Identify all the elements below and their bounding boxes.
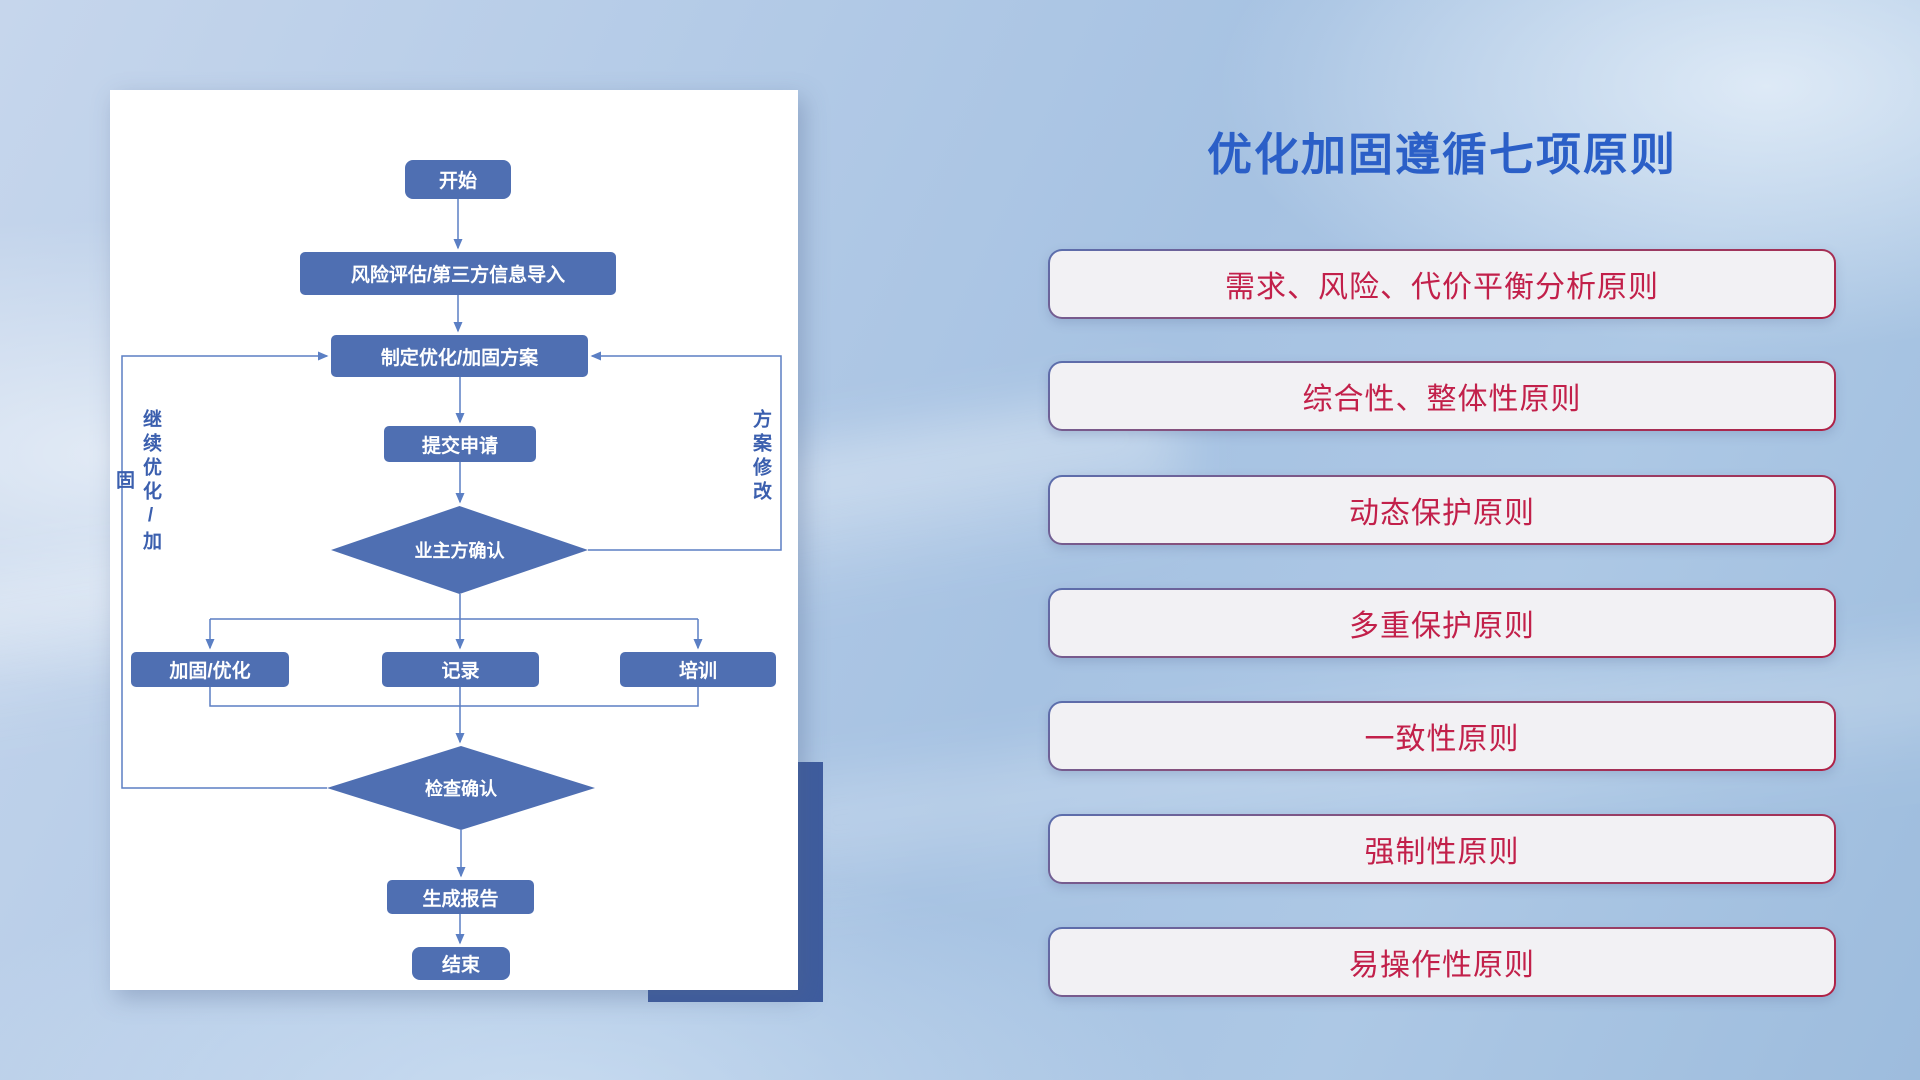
principle-label-1: 需求、风险、代价平衡分析原则	[1225, 271, 1659, 304]
flow-node-record: 记录	[382, 652, 539, 687]
flowchart-card: 开始 风险评估/第三方信息导入 制定优化/加固方案 提交申请 业主方确认 加固/…	[110, 90, 798, 990]
flow-label-modify-plan: 方案修改	[750, 409, 771, 505]
principle-label-2: 综合性、整体性原则	[1302, 383, 1582, 416]
flow-node-end: 结束	[412, 947, 510, 980]
principle-item-5: 一致性原则	[1048, 701, 1836, 771]
principle-item-4: 多重保护原则	[1048, 588, 1836, 658]
flow-label-continue-loop: 继续优化/加固	[113, 409, 161, 555]
principle-item-3: 动态保护原则	[1048, 475, 1836, 545]
flow-node-reinforce: 加固/优化	[131, 652, 289, 687]
flow-node-submit: 提交申请	[384, 426, 536, 462]
principle-label-5: 一致性原则	[1364, 723, 1520, 756]
flow-node-make-plan: 制定优化/加固方案	[331, 335, 588, 377]
principle-item-2: 综合性、整体性原则	[1048, 361, 1836, 431]
principle-label-7: 易操作性原则	[1349, 949, 1535, 982]
flow-node-risk-import: 风险评估/第三方信息导入	[300, 252, 616, 295]
principle-item-6: 强制性原则	[1048, 814, 1836, 884]
principle-label-6: 强制性原则	[1364, 836, 1520, 869]
principles-title: 优化加固遵循七项原则	[1206, 129, 1677, 180]
principle-item-1: 需求、风险、代价平衡分析原则	[1048, 249, 1836, 319]
flow-node-start: 开始	[405, 160, 511, 199]
flow-node-training: 培训	[620, 652, 776, 687]
principle-item-7: 易操作性原则	[1048, 927, 1836, 997]
flow-node-report: 生成报告	[387, 880, 534, 914]
principle-label-3: 动态保护原则	[1349, 497, 1535, 530]
flow-connectors	[121, 199, 782, 945]
principle-label-4: 多重保护原则	[1349, 610, 1535, 643]
